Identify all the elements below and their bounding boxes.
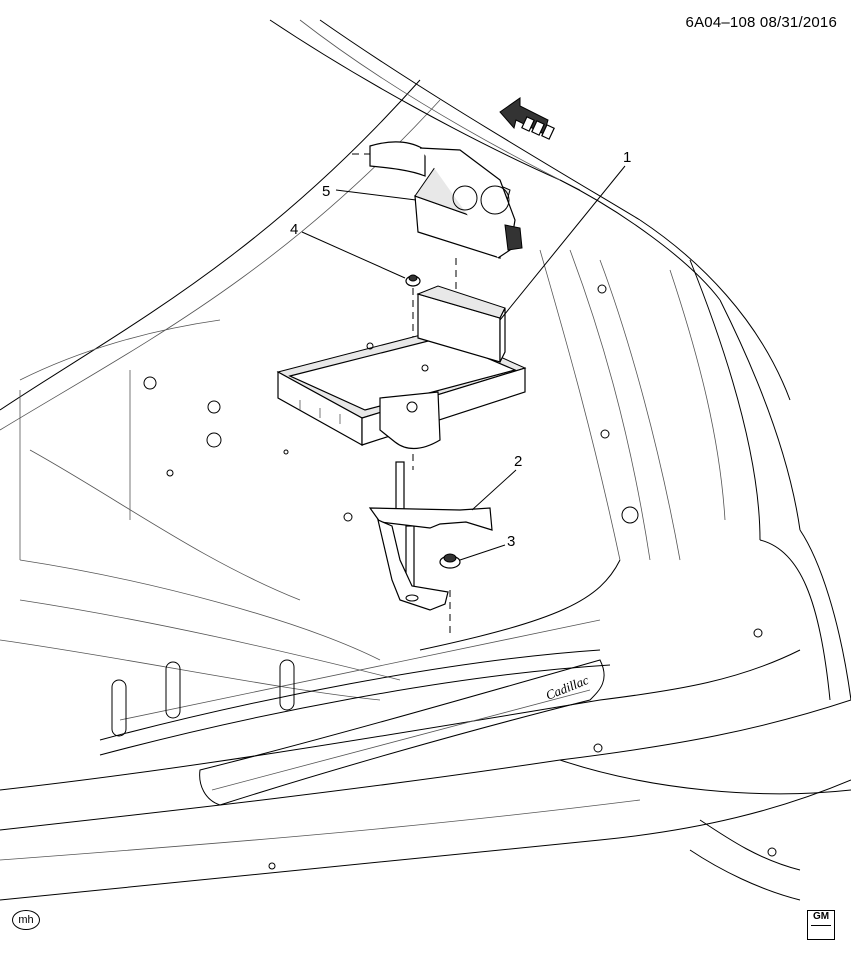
callout-number-3: 3 xyxy=(507,533,515,550)
callout-4: 4 xyxy=(290,221,406,279)
document-id-date: 6A04–108 08/31/2016 xyxy=(685,14,837,31)
cadillac-emblem: Cadillac xyxy=(544,672,591,703)
gm-logo: GM xyxy=(807,910,835,940)
callout-3: 3 xyxy=(459,533,515,561)
callout-number-5: 5 xyxy=(322,183,330,200)
part-4-nut xyxy=(405,274,421,287)
part-1-control-module xyxy=(276,285,527,450)
mh-logo: mh xyxy=(12,910,40,930)
callout-5: 5 xyxy=(322,183,417,201)
callout-number-2: 2 xyxy=(514,453,522,470)
part-2-bracket xyxy=(368,461,493,611)
callout-number-1: 1 xyxy=(623,149,631,166)
part-3-nut xyxy=(439,553,461,569)
front-direction-arrow xyxy=(499,97,555,140)
part-5-harness-connector xyxy=(352,141,523,259)
callout-1: 1 xyxy=(499,149,631,321)
callout-number-4: 4 xyxy=(290,221,298,238)
callout-2: 2 xyxy=(471,453,522,511)
trunk-body-outline xyxy=(0,19,851,901)
